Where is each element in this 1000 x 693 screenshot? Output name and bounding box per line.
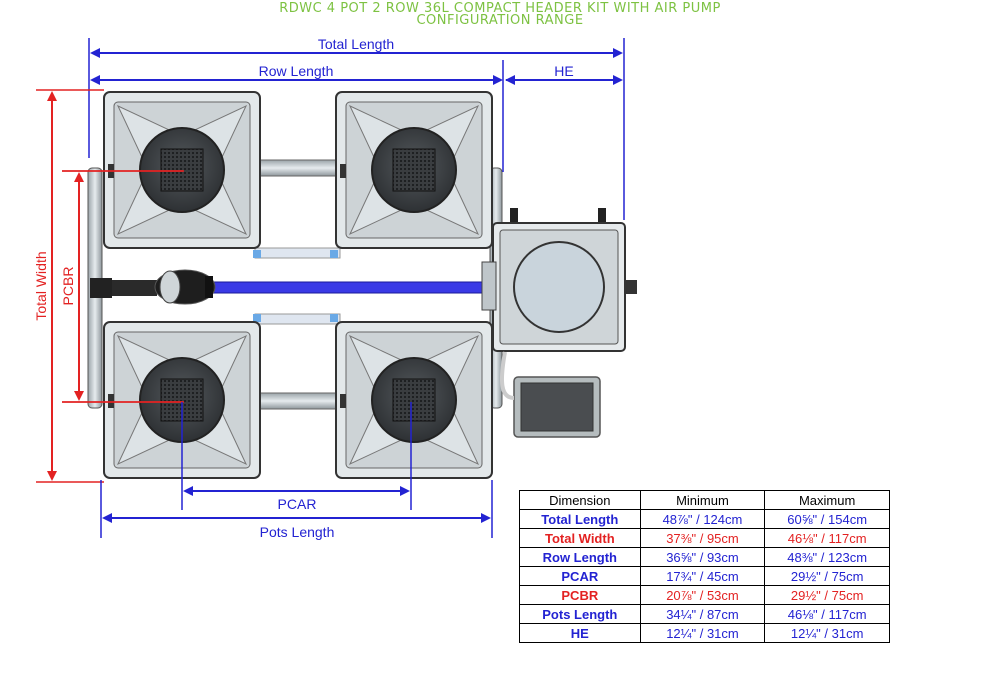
pot [103,91,261,249]
row-name: Row Length [519,547,641,567]
title-line-1: RDWC 4 POT 2 ROW 36L COMPACT HEADER KIT … [279,1,721,16]
row-max: 29½" / 75cm [764,566,890,586]
row-name: PCAR [519,566,641,586]
pots [62,91,493,479]
row-min: 36⅝" / 93cm [639,547,766,567]
table-row: HE 12¼" / 31cm 12¼" / 31cm [519,623,890,643]
table-row: PCAR 17¾" / 45cm 29½" / 75cm [519,566,890,586]
header-minimum: Minimum [639,490,766,510]
row-min: 12¼" / 31cm [639,623,766,643]
he-label: HE [554,63,573,79]
row-min: 48⅞" / 124cm [639,509,766,529]
row-max: 60⅝" / 154cm [764,509,890,529]
row-max: 29½" / 75cm [764,585,890,605]
table-row: Total Length 48⅞" / 124cm 60⅝" / 154cm [519,509,890,529]
header-tank [481,208,637,352]
header-maximum: Maximum [764,490,890,510]
pot [335,321,493,479]
row-min: 17¾" / 45cm [639,566,766,586]
row-max: 12¼" / 31cm [764,623,890,643]
row-name: Pots Length [519,604,641,624]
row-max: 46⅛" / 117cm [764,604,890,624]
pot [335,91,493,249]
row-name: Total Length [519,509,641,529]
row-max: 46⅛" / 117cm [764,528,890,548]
total-length-label: Total Length [318,36,394,52]
pots-length-label: Pots Length [260,524,335,540]
total-width-label: Total Width [33,251,49,320]
table-row: PCBR 20⅞" / 53cm 29½" / 75cm [519,585,890,605]
row-min: 20⅞" / 53cm [639,585,766,605]
air-pump [499,351,601,438]
row-min: 34¼" / 87cm [639,604,766,624]
row-max: 48⅜" / 123cm [764,547,890,567]
table-row: Pots Length 34¼" / 87cm 46⅛" / 117cm [519,604,890,624]
inline-pump [90,269,216,305]
dimension-lines: Total Length Row Length HE Total Width P… [33,36,625,540]
header-dimension: Dimension [519,490,641,510]
row-name: PCBR [519,585,641,605]
row-length-label: Row Length [259,63,334,79]
table-header-row: Dimension Minimum Maximum [519,490,890,510]
dimensions-table: Dimension Minimum Maximum Total Length 4… [519,490,890,643]
row-name: HE [519,623,641,643]
row-name: Total Width [519,528,641,548]
pcbr-label: PCBR [60,267,76,306]
pcar-label: PCAR [278,496,317,512]
table-row: Total Width 37⅜" / 95cm 46⅛" / 117cm [519,528,890,548]
pot [103,321,261,479]
row-min: 37⅜" / 95cm [639,528,766,548]
title-line-2: CONFIGURATION RANGE [416,13,584,28]
table-row: Row Length 36⅝" / 93cm 48⅜" / 123cm [519,547,890,567]
